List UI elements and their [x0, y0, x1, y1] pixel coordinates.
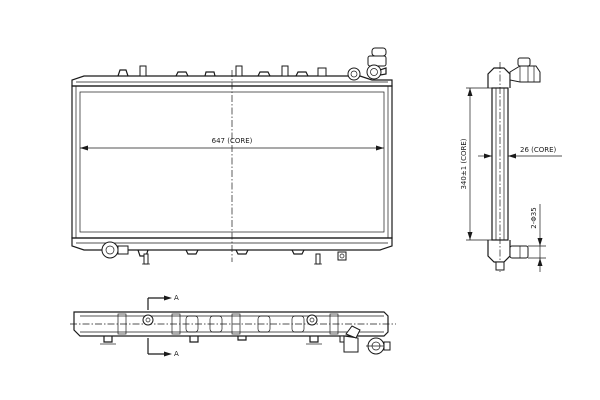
section-mark-top: A: [147, 294, 179, 310]
side-radiator-cap: [509, 57, 541, 83]
side-outlet-dimension: 2-Φ35: [528, 204, 546, 272]
side-core-depth-dimension: 26 (CORE): [478, 146, 562, 159]
front-drain-plug: [142, 251, 347, 265]
front-radiator-cap: [366, 47, 387, 80]
front-inlet-neck: [139, 65, 327, 77]
core-height-label: 340±1 (CORE): [460, 138, 468, 189]
front-view: 647 (CORE): [71, 47, 393, 265]
svg-text:A: A: [174, 294, 179, 302]
top-tank-outline: [73, 311, 389, 337]
core-width-label: 647 (CORE): [212, 137, 253, 145]
side-top-tank: [487, 67, 511, 88]
top-view-filler-neck: [343, 325, 361, 353]
front-bleed-port: [347, 67, 361, 81]
section-mark-bottom: A: [147, 338, 179, 358]
core-depth-label: 26 (CORE): [520, 146, 557, 154]
svg-text:A: A: [174, 350, 179, 358]
front-bottom-tank: [71, 237, 393, 251]
top-view-mounting-brackets: [100, 335, 349, 345]
outlet-diameter-label: 2-Φ35: [530, 207, 538, 228]
top-view-ribs: [117, 313, 339, 335]
front-core-width-dimension: 647 (CORE): [80, 137, 384, 151]
front-bottom-tank-ribs: [137, 249, 305, 257]
top-view-inlet-ports: [142, 314, 318, 326]
top-view-radiator-cap: [366, 337, 391, 355]
side-view: 340±1 (CORE) 26 (CORE) 2-Φ35: [460, 57, 562, 272]
side-core-height-dimension: 340±1 (CORE): [460, 87, 492, 241]
front-outlet-pipe: [101, 241, 129, 259]
front-top-tank-ribs: [117, 69, 309, 77]
side-bottom-tank: [487, 240, 511, 263]
top-view: A A: [70, 294, 396, 358]
side-outlet-pipe: [509, 245, 529, 259]
